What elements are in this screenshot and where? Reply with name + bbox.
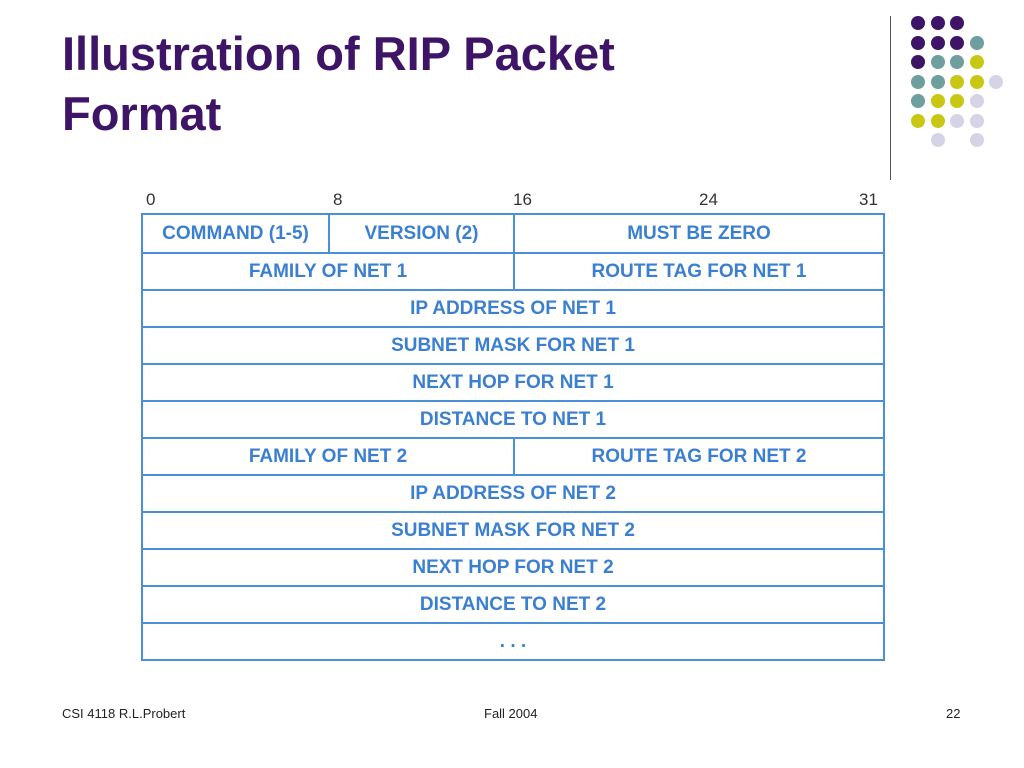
decorative-divider: [890, 16, 891, 180]
decorative-dot: [969, 35, 984, 50]
bit-scale-label: 31: [859, 190, 878, 209]
packet-row: SUBNET MASK FOR NET 1: [143, 326, 883, 363]
packet-row: IP ADDRESS OF NET 1: [143, 289, 883, 326]
packet-field: VERSION (2): [328, 215, 513, 252]
packet-row: DISTANCE TO NET 1: [143, 400, 883, 437]
decorative-dot: [950, 16, 964, 30]
decorative-dot: [911, 55, 925, 69]
slide-title-line-2: Format: [62, 87, 222, 140]
packet-row: DISTANCE TO NET 2: [143, 585, 883, 622]
packet-field: COMMAND (1-5): [162, 222, 309, 244]
slide-title: Illustration of RIP Packet Format: [62, 24, 822, 144]
bit-scale: 0 8 16 24 31: [130, 190, 890, 212]
decorative-dot: [911, 94, 925, 108]
packet-field: ROUTE TAG FOR NET 2: [513, 439, 883, 474]
decorative-dot: [969, 113, 984, 128]
bit-scale-label: 24: [699, 190, 718, 209]
decorative-dot: [989, 74, 1003, 89]
decorative-dot: [930, 35, 945, 50]
packet-field: IP ADDRESS OF NET 1: [410, 297, 616, 319]
decorative-dot: [969, 94, 984, 108]
footer-slide-number: 22: [946, 706, 961, 721]
decorative-dot: [950, 94, 964, 108]
decorative-dot: [911, 16, 925, 30]
decorative-dot: [950, 35, 964, 50]
packet-row: . . .: [143, 622, 883, 659]
packet-field: SUBNET MASK FOR NET 1: [391, 334, 635, 356]
decorative-dot: [950, 55, 964, 69]
packet-field: FAMILY OF NET 2: [248, 445, 408, 467]
decorative-dot: [930, 113, 945, 128]
decorative-dot: [930, 74, 945, 89]
packet-field: NEXT HOP FOR NET 2: [412, 556, 614, 578]
decorative-dot: [930, 55, 945, 69]
packet-field: DISTANCE TO NET 2: [419, 593, 607, 615]
footer-term: Fall 2004: [484, 706, 538, 721]
packet-row: COMMAND (1-5) VERSION (2)MUST BE ZERO: [143, 215, 883, 252]
bit-scale-label: 8: [333, 190, 343, 209]
decorative-dot: [950, 74, 964, 89]
packet-field: NEXT HOP FOR NET 1: [412, 371, 614, 393]
packet-field: SUBNET MASK FOR NET 2: [391, 519, 635, 541]
footer-course: CSI 4118 R.L.Probert: [62, 706, 186, 721]
packet-row: SUBNET MASK FOR NET 2: [143, 511, 883, 548]
decorative-dot: [911, 35, 925, 50]
packet-row: IP ADDRESS OF NET 2: [143, 474, 883, 511]
bit-scale-label: 0: [146, 190, 156, 209]
decorative-dot: [969, 74, 984, 89]
decorative-dot: [930, 94, 945, 108]
packet-row: FAMILY OF NET 1 ROUTE TAG FOR NET 1: [143, 252, 883, 289]
decorative-dot: [911, 113, 925, 128]
decorative-dot: [911, 74, 925, 89]
packet-row: NEXT HOP FOR NET 2: [143, 548, 883, 585]
packet-field: DISTANCE TO NET 1: [419, 408, 607, 430]
packet-row: NEXT HOP FOR NET 1: [143, 363, 883, 400]
packet-field: ROUTE TAG FOR NET 1: [513, 254, 883, 289]
packet-field: MUST BE ZERO: [513, 215, 883, 252]
packet-field: FAMILY OF NET 1: [248, 260, 408, 282]
decorative-dot: [930, 16, 945, 30]
slide-title-line-1: Illustration of RIP Packet: [62, 27, 615, 80]
decorative-dot: [930, 133, 945, 147]
packet-row: FAMILY OF NET 2 ROUTE TAG FOR NET 2: [143, 437, 883, 474]
decorative-dot: [969, 133, 984, 147]
decorative-dot: [950, 113, 964, 128]
packet-field: . . .: [499, 630, 527, 652]
packet-field: IP ADDRESS OF NET 2: [410, 482, 616, 504]
bit-scale-label: 16: [513, 190, 532, 209]
decorative-dot: [969, 55, 984, 69]
